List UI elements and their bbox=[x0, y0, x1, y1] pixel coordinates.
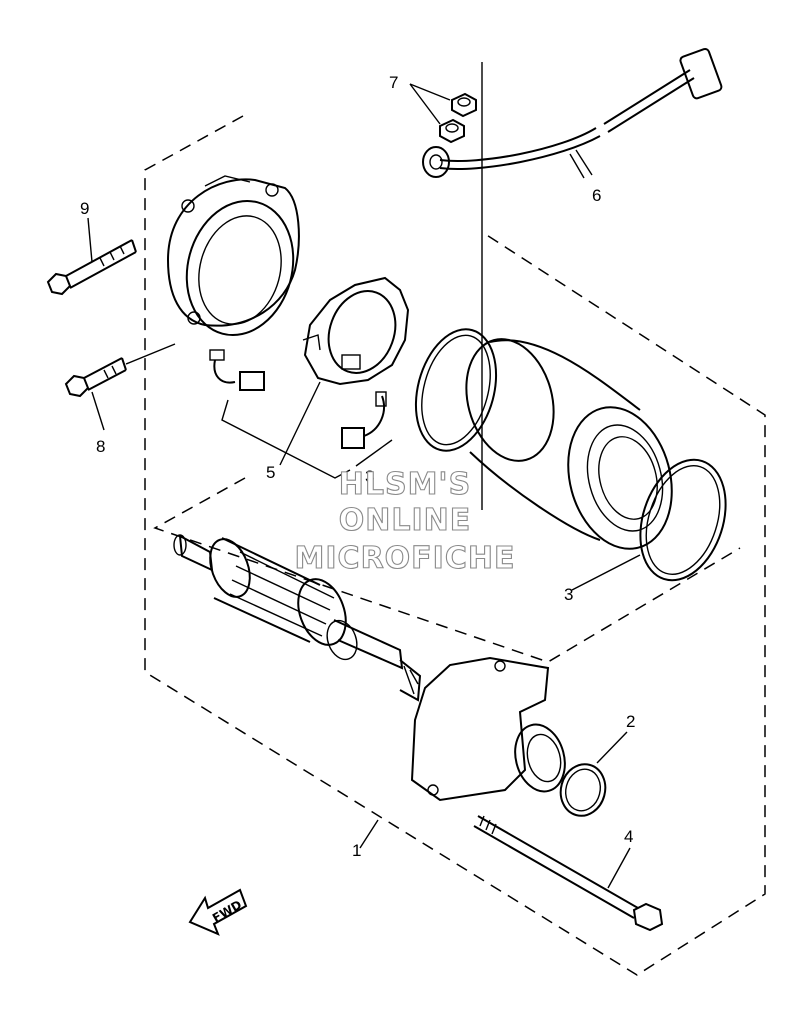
bolt-part bbox=[46, 217, 137, 296]
front-cover-part bbox=[410, 656, 566, 802]
callout-5: 5 bbox=[266, 463, 275, 482]
fwd-label: FWD bbox=[210, 897, 244, 925]
o-ring-part bbox=[571, 458, 727, 591]
watermark-line-1: HLSM'S bbox=[339, 467, 471, 502]
callout-8: 8 bbox=[96, 437, 105, 456]
callout-6: 6 bbox=[592, 186, 601, 205]
leader-line bbox=[569, 153, 585, 179]
callout-3: 3 bbox=[365, 467, 374, 486]
lead-wire-part bbox=[422, 47, 723, 178]
leader-line bbox=[355, 439, 393, 467]
callout-7: 7 bbox=[389, 73, 398, 92]
o-ring-part bbox=[559, 731, 628, 817]
yoke-part bbox=[465, 338, 673, 550]
through-bolt-part bbox=[473, 815, 664, 932]
assembly-boundary bbox=[144, 115, 766, 976]
watermark: HLSM'S ONLINE MICROFICHE bbox=[294, 466, 516, 576]
callout-9: 9 bbox=[80, 199, 89, 218]
nut-part bbox=[409, 83, 477, 144]
watermark-line-2: ONLINE bbox=[339, 503, 472, 538]
callout-3: 3 bbox=[564, 585, 573, 604]
brush-holder-part bbox=[209, 276, 410, 479]
callout-2: 2 bbox=[626, 712, 635, 731]
callout-4: 4 bbox=[624, 827, 633, 846]
callout-1: 1 bbox=[352, 841, 361, 860]
leader-line bbox=[359, 819, 379, 849]
rear-cover-part bbox=[166, 175, 300, 337]
fwd-arrow-icon: FWD bbox=[188, 888, 248, 936]
o-ring-part bbox=[414, 328, 498, 452]
armature-part bbox=[173, 534, 422, 702]
watermark-line-3: MICROFICHE bbox=[295, 541, 516, 576]
bolt-part bbox=[64, 343, 176, 431]
